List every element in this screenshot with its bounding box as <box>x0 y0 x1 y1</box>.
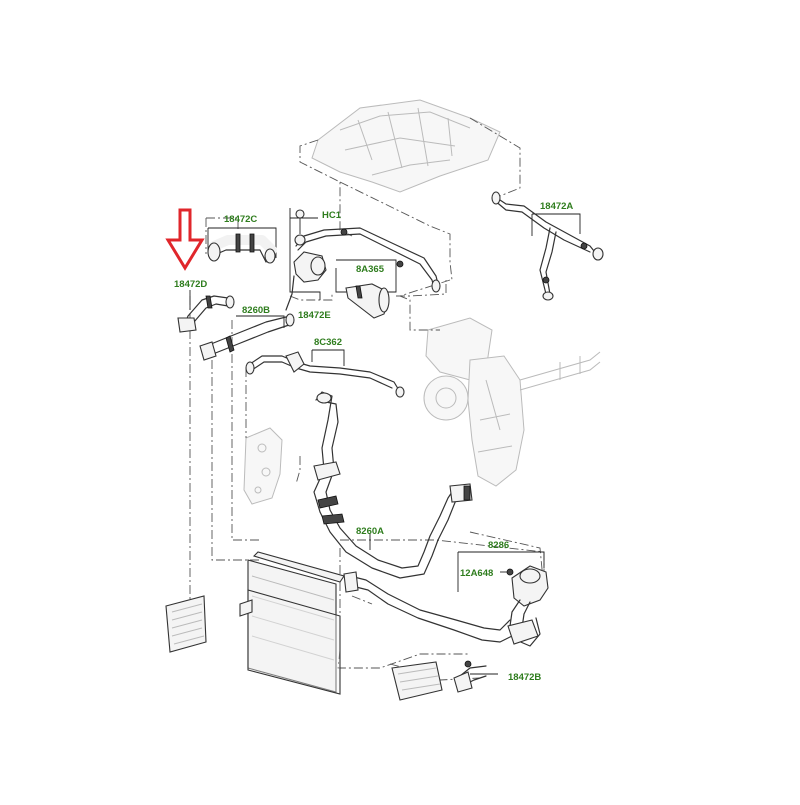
water-pump-ghost <box>423 317 601 487</box>
hose-8260A <box>313 391 473 579</box>
part-labels: 18472C HC1 18472A 8A365 18472D 8260B 184… <box>174 201 573 683</box>
label-8260A: 8260A <box>356 526 384 537</box>
radiator <box>239 551 345 695</box>
label-8C362: 8C362 <box>314 337 342 348</box>
hose-lower-radiator <box>343 571 513 643</box>
label-8260B: 8260B <box>242 305 270 316</box>
label-18472C: 18472C <box>224 214 257 225</box>
label-8286: 8286 <box>488 540 509 551</box>
arrow-down-outline-icon <box>165 208 205 271</box>
label-12A648: 12A648 <box>460 568 493 579</box>
pipe-HC1 <box>294 209 441 293</box>
pipe-8C362 <box>245 351 405 398</box>
pipe-18472A <box>491 191 604 301</box>
oil-cooler <box>165 595 207 653</box>
hose-18472D <box>177 295 235 333</box>
label-HC1: HC1 <box>322 210 342 221</box>
hose-8260B <box>199 313 295 361</box>
front-cover-ghost <box>243 427 283 505</box>
label-18472B: 18472B <box>508 672 541 683</box>
hose-18472C <box>207 233 277 264</box>
hose-8A365 <box>345 283 390 319</box>
label-18472E: 18472E <box>298 310 331 321</box>
connector-18472E <box>285 251 327 311</box>
label-brackets <box>189 208 581 675</box>
thermostat-8286 <box>506 565 549 647</box>
label-18472A: 18472A <box>540 201 573 212</box>
label-8A365: 8A365 <box>356 264 385 275</box>
intake-manifold-ghost <box>311 99 501 193</box>
label-18472D: 18472D <box>174 279 207 290</box>
hose-18472B <box>391 660 487 701</box>
